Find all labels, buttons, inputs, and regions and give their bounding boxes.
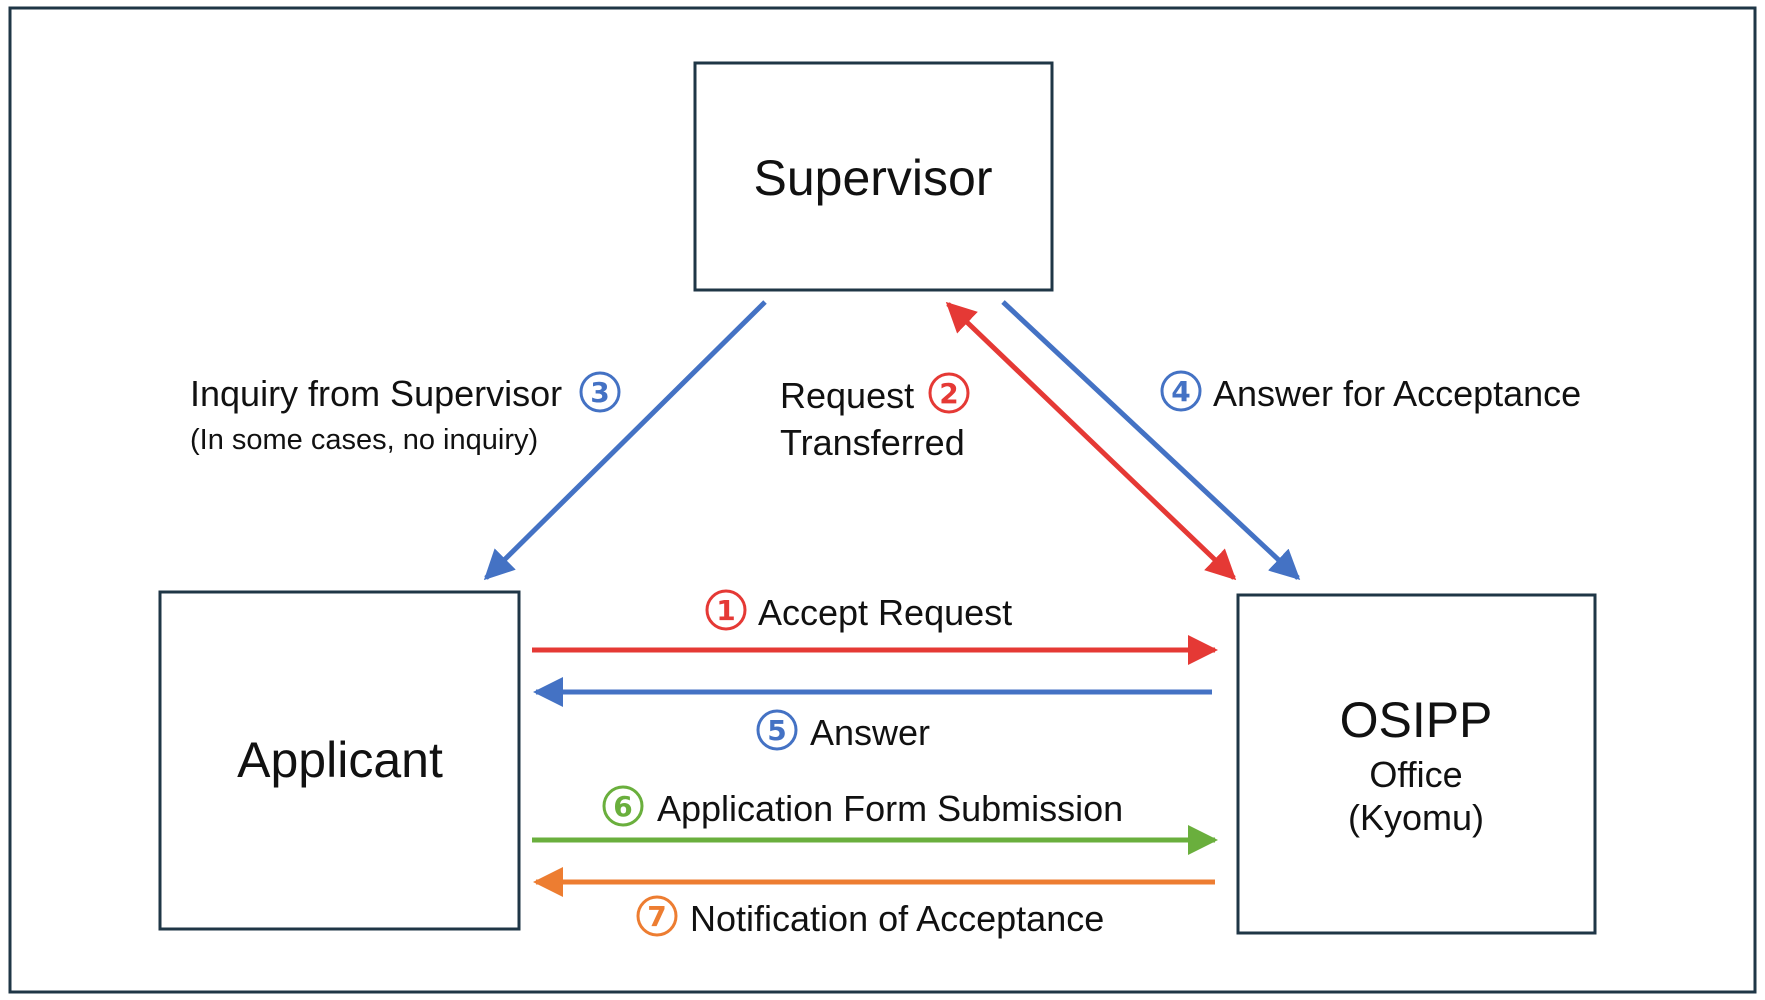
supervisor-box <box>693 61 1054 292</box>
step-3-label: Inquiry from Supervisor 3 (In some cases… <box>190 371 621 456</box>
office-line2: (Kyomu) <box>1348 797 1484 838</box>
applicant-box <box>158 590 521 931</box>
step-2-text-line2: Transferred <box>780 422 965 463</box>
step-6-label: 6 Application Form Submission <box>602 785 1123 829</box>
step-1-badge <box>705 589 747 631</box>
arrow-2-transfer <box>945 301 1237 581</box>
step-2-label: Request 2 Transferred <box>780 372 970 463</box>
supervisor-label: Supervisor <box>754 150 993 206</box>
step-1-text: Accept Request <box>758 592 1012 633</box>
step-3-badge <box>579 371 621 413</box>
step-6-number: 6 <box>613 790 632 823</box>
step-4-number: 4 <box>1171 375 1190 408</box>
step-3-text: Inquiry from Supervisor <box>190 373 562 414</box>
step-6-text: Application Form Submission <box>657 788 1123 829</box>
step-5-number: 5 <box>767 714 786 747</box>
step-3-number: 3 <box>590 376 609 409</box>
step-3-subtext: (In some cases, no inquiry) <box>190 424 538 456</box>
office-node: OSIPP Office (Kyomu) <box>1236 593 1597 935</box>
step-6-badge <box>602 785 644 827</box>
step-4-text: Answer for Acceptance <box>1213 373 1581 414</box>
step-7-label: 7 Notification of Acceptance <box>636 895 1104 939</box>
office-box <box>1236 593 1597 935</box>
applicant-node: Applicant <box>158 590 521 931</box>
step-7-text: Notification of Acceptance <box>690 898 1104 939</box>
step-2-number: 2 <box>939 377 958 410</box>
office-line1: Office <box>1369 754 1462 795</box>
supervisor-node: Supervisor <box>693 61 1054 292</box>
step-5-text: Answer <box>810 712 930 753</box>
arrow-3-inquiry <box>483 300 767 581</box>
step-5-badge <box>756 709 798 751</box>
step-4-label: 4 Answer for Acceptance <box>1160 370 1581 414</box>
step-1-number: 1 <box>716 594 735 627</box>
step-7-number: 7 <box>647 900 666 933</box>
step-5-label: 5 Answer <box>756 709 930 753</box>
step-2-badge <box>928 372 970 414</box>
step-4-badge <box>1160 370 1202 412</box>
arrow-4-acceptance-answer <box>1001 300 1301 581</box>
step-2-text: Request <box>780 375 914 416</box>
office-title: OSIPP <box>1340 692 1493 748</box>
step-7-badge <box>636 895 678 937</box>
applicant-label: Applicant <box>237 732 443 788</box>
step-1-label: 1 Accept Request <box>705 589 1012 633</box>
